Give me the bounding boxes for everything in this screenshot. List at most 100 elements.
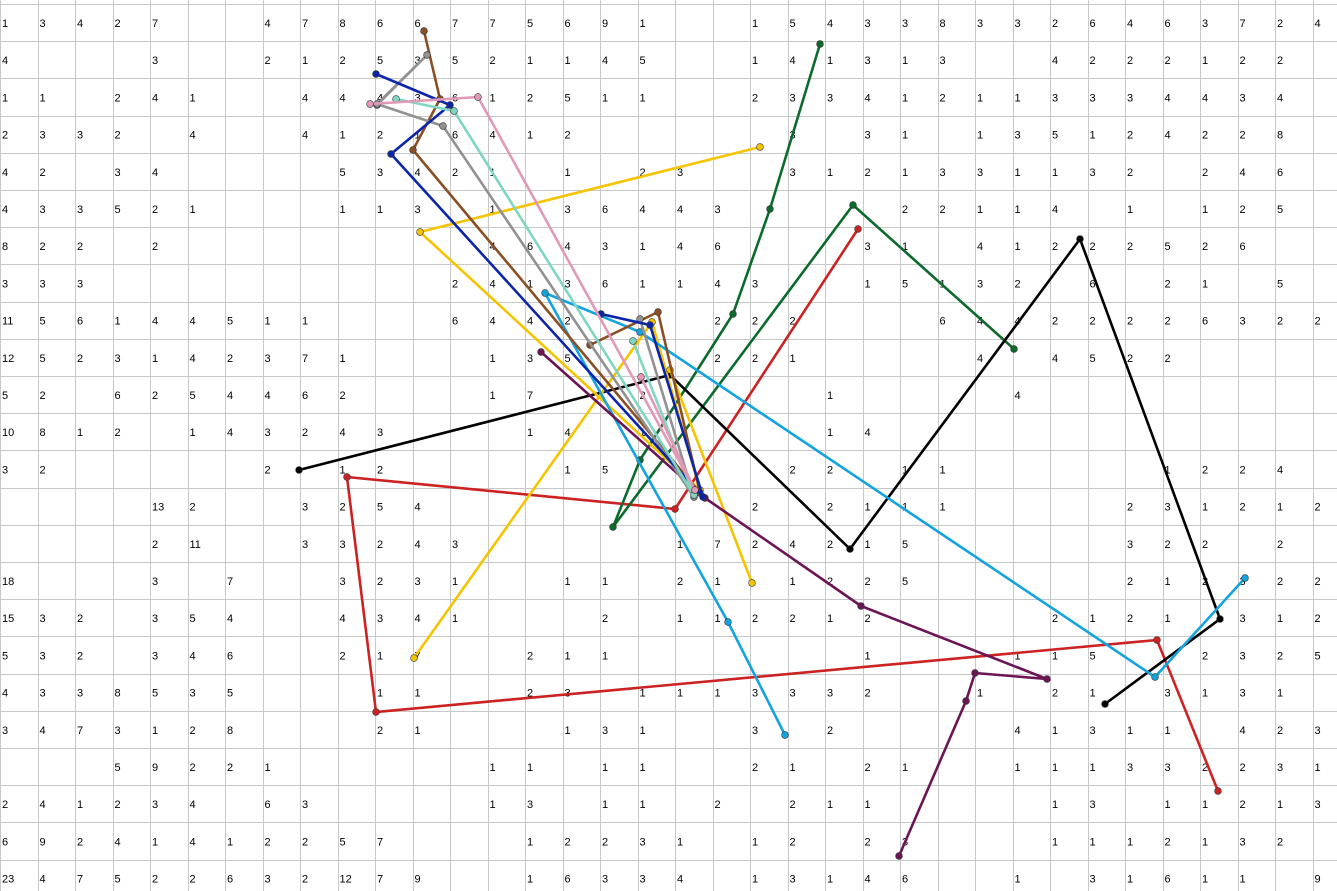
grid-number: 1 — [1015, 874, 1021, 886]
grid-number: 6 — [565, 18, 571, 30]
grid-number: 1 — [1090, 130, 1096, 142]
grid-number: 3 — [40, 130, 46, 142]
grid-number: 3 — [377, 427, 383, 439]
grid-number: 4 — [790, 55, 796, 67]
grid-number: 3 — [77, 278, 83, 290]
grid-number: 1 — [1202, 874, 1208, 886]
grid-number: 4 — [2, 167, 8, 179]
grid-number: 1 — [640, 725, 646, 737]
path-node — [541, 289, 549, 297]
path-node — [537, 348, 545, 356]
grid-number: 12 — [2, 353, 14, 365]
grid-number: 2 — [1202, 762, 1208, 774]
grid-number: 8 — [115, 688, 121, 700]
grid-number: 1 — [490, 390, 496, 402]
grid-number: 4 — [227, 390, 233, 402]
grid-number: 2 — [565, 130, 571, 142]
grid-number: 3 — [827, 92, 833, 104]
grid-number: 1 — [1202, 502, 1208, 514]
grid-number: 3 — [40, 688, 46, 700]
grid-number: 1 — [602, 92, 608, 104]
grid-number: 1 — [452, 576, 458, 588]
path-node — [857, 602, 865, 610]
grid-number: 2 — [1090, 241, 1096, 253]
grid-number: 10 — [2, 427, 14, 439]
grid-number: 3 — [940, 55, 946, 67]
path-node — [699, 493, 707, 501]
grid-number: 3 — [565, 204, 571, 216]
path-line-0 — [345, 228, 1220, 792]
grid-number: 3 — [1240, 613, 1246, 625]
grid-number: 2 — [1202, 464, 1208, 476]
grid-number: 3 — [1090, 874, 1096, 886]
grid-number: 3 — [1240, 650, 1246, 662]
grid-number: 2 — [1127, 613, 1133, 625]
grid-number: 2 — [1277, 539, 1283, 551]
grid-number: 2 — [1127, 167, 1133, 179]
grid-number: 2 — [452, 278, 458, 290]
grid-number: 1 — [527, 278, 533, 290]
grid-number: 2 — [790, 316, 796, 328]
grid-number: 1 — [452, 613, 458, 625]
grid-number: 5 — [1165, 241, 1171, 253]
grid-number: 2 — [1165, 278, 1171, 290]
grid-number: 1 — [1277, 799, 1283, 811]
grid-number: 3 — [40, 204, 46, 216]
grid-number: 3 — [640, 874, 646, 886]
grid-number: 5 — [40, 316, 46, 328]
grid-number: 5 — [1090, 650, 1096, 662]
grid-number: 2 — [190, 762, 196, 774]
path-node — [387, 150, 395, 158]
grid-number: 1 — [527, 762, 533, 774]
grid-number: 8 — [1277, 130, 1283, 142]
grid-number: 2 — [1240, 464, 1246, 476]
path-node — [724, 618, 732, 626]
grid-number: 2 — [265, 836, 271, 848]
grid-number: 1 — [1052, 762, 1058, 774]
grid-number: 6 — [452, 316, 458, 328]
grid-number: 5 — [1277, 278, 1283, 290]
grid-number: 2 — [1127, 241, 1133, 253]
grid-number: 1 — [2, 92, 8, 104]
grid-number: 1 — [527, 130, 533, 142]
grid-number: 2 — [377, 539, 383, 551]
grid-number: 5 — [602, 464, 608, 476]
path-line-5 — [543, 291, 1246, 736]
path-line-6 — [540, 351, 1049, 857]
grid-number: 7 — [527, 390, 533, 402]
grid-number: 9 — [152, 762, 158, 774]
grid-number: 2 — [1165, 353, 1171, 365]
path-node — [629, 337, 637, 345]
grid-number: 1 — [865, 539, 871, 551]
grid-number: 6 — [940, 316, 946, 328]
grid-number: 1 — [1052, 167, 1058, 179]
grid-number: 2 — [1127, 130, 1133, 142]
grid-number: 1 — [977, 204, 983, 216]
grid-number: 5 — [1277, 204, 1283, 216]
grid-number: 1 — [527, 427, 533, 439]
grid-number: 6 — [527, 241, 533, 253]
grid-number: 1 — [865, 650, 871, 662]
grid-number: 2 — [77, 353, 83, 365]
grid-number: 3 — [827, 688, 833, 700]
grid-number: 12 — [340, 874, 352, 886]
grid-number: 15 — [2, 613, 14, 625]
grid-number: 7 — [1240, 18, 1246, 30]
grid-number: 2 — [827, 464, 833, 476]
grid-number: 3 — [902, 18, 908, 30]
grid-number: 1 — [640, 688, 646, 700]
path-node — [637, 373, 645, 381]
grid-number: 1 — [865, 502, 871, 514]
path-node — [971, 669, 979, 677]
grid-number: 1 — [902, 130, 908, 142]
grid-number: 11 — [2, 316, 13, 328]
path-node — [691, 486, 699, 494]
grid-number: 5 — [115, 874, 121, 886]
grid-number: 4 — [40, 799, 46, 811]
grid-number: 1 — [790, 576, 796, 588]
grid-number: 4 — [265, 390, 271, 402]
grid-number: 2 — [265, 464, 271, 476]
